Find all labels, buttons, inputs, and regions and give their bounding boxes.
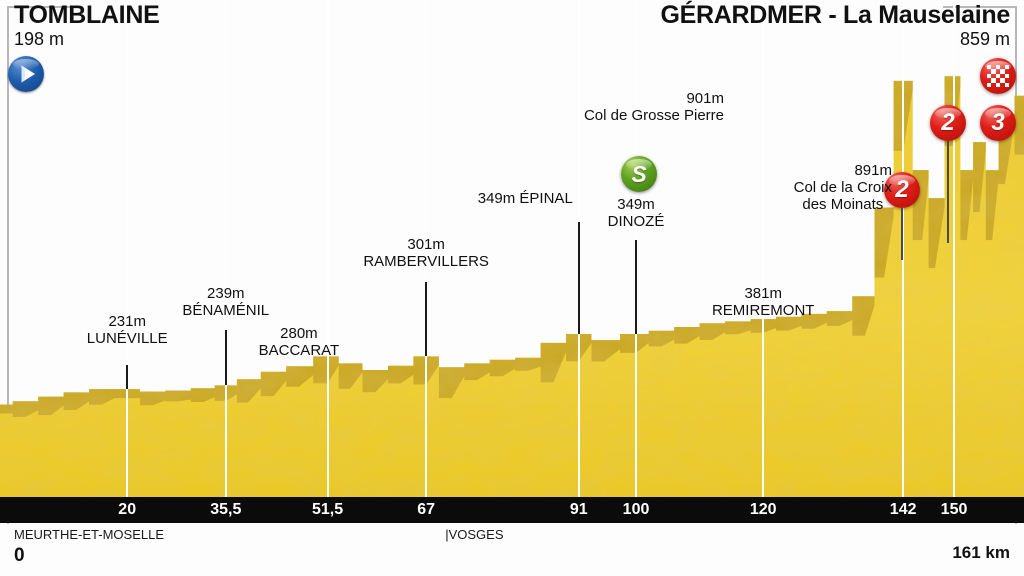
- climb-name-grosse-pierre: Col de Grosse Pierre: [583, 107, 724, 124]
- axis-tick-label-35-5: 35,5: [210, 501, 242, 518]
- annotation-altitude-luneville: 231m: [108, 313, 146, 330]
- annotation-text-epinal: 349m ÉPINAL: [477, 190, 573, 207]
- sprint-badge-label: S: [631, 160, 647, 187]
- climb-altitude-croix-des-moinats: 891m: [854, 162, 892, 179]
- annotation-name-remiremont: REMIREMONT: [711, 302, 815, 319]
- region-label-vosges: |VOSGES: [445, 527, 504, 542]
- annotation-name-rambervillers: RAMBERVILLERS: [363, 253, 489, 270]
- distance-total-label: 161 km: [952, 543, 1010, 562]
- start-city-name: TOMBLAINE: [14, 1, 160, 29]
- distance-start-label: 0: [14, 545, 25, 566]
- checkered-flag-icon: [980, 58, 1016, 94]
- leader-line-luneville: [126, 365, 129, 390]
- finish-city-name: GÉRARDMER - La Mauselaine: [660, 1, 1010, 29]
- category-2-label-croix-des-moinats: 2: [895, 176, 909, 203]
- annotation-altitude-benamenil: 239m: [207, 285, 245, 302]
- category-3-badge: 3: [980, 105, 1016, 141]
- annotation-altitude-rambervillers: 301m: [407, 236, 445, 253]
- climb-label-grosse-pierre: 901m Col de Grosse Pierre: [584, 90, 724, 124]
- tick-line-67: [425, 0, 428, 497]
- tick-line-20: [126, 0, 129, 497]
- axis-tick-label-150: 150: [940, 501, 968, 518]
- finish-altitude: 859 m: [959, 29, 1010, 49]
- finish-header: GÉRARDMER - La Mauselaine 859 m: [660, 2, 1010, 50]
- annotation-name-dinoze: DINOZÉ: [607, 213, 665, 230]
- climb-name-croix-des-moinats-line2: des Moinats: [802, 196, 884, 213]
- tick-line-150: [953, 0, 956, 497]
- annotation-epinal: 349m ÉPINAL: [478, 190, 573, 207]
- frame-top-right-border: [943, 6, 1017, 8]
- annotation-altitude-dinoze: 349m: [617, 196, 655, 213]
- annotation-altitude-remiremont: 381m: [744, 285, 782, 302]
- start-altitude: 198 m: [14, 29, 65, 49]
- axis-tick-label-91: 91: [569, 501, 588, 518]
- frame-top-left-border: [7, 6, 81, 8]
- tick-line-35-5: [224, 0, 227, 497]
- axis-tick-label-20: 20: [118, 501, 137, 518]
- annotation-name-baccarat: BACCARAT: [258, 342, 340, 359]
- start-play-icon: [8, 56, 44, 92]
- frame-left-border: [7, 6, 9, 551]
- leader-line-dinoze: [635, 240, 638, 335]
- axis-tick-label-142: 142: [889, 501, 917, 518]
- axis-tick-label-67: 67: [417, 501, 436, 518]
- start-header: TOMBLAINE 198 m: [14, 1, 160, 50]
- distance-axis-bar: 20 35,5 51,5 67 91 100 120 142 150: [0, 497, 1024, 523]
- region-strip: [0, 524, 1024, 576]
- tick-line-51-5: [326, 0, 329, 497]
- terrain-silhouette: [0, 76, 1024, 497]
- checker-pattern: [987, 65, 1009, 87]
- annotation-altitude-baccarat: 280m: [280, 325, 318, 342]
- tick-line-120: [762, 0, 765, 497]
- pole-grosse-pierre: [947, 141, 949, 243]
- leader-line-benamenil: [224, 330, 227, 386]
- category-3-label: 3: [991, 109, 1005, 136]
- axis-tick-label-51-5: 51,5: [311, 501, 344, 518]
- axis-tick-label-100: 100: [622, 501, 650, 518]
- annotation-name-benamenil: BÉNAMÉNIL: [182, 302, 270, 319]
- region-label-meurthe-et-moselle: MEURTHE-ET-MOSELLE: [14, 527, 165, 542]
- tick-line-142: [902, 0, 905, 497]
- sprint-badge: S: [621, 156, 657, 192]
- pole-croix-des-moinats: [901, 208, 903, 260]
- elevation-profile: [0, 0, 1024, 497]
- leader-line-rambervillers: [425, 282, 428, 357]
- climb-name-croix-des-moinats-line1: Col de la Croix: [793, 179, 892, 196]
- climb-label-croix-des-moinats: 891m Col de la Croix des Moinats: [794, 162, 892, 213]
- climb-altitude-grosse-pierre: 901m: [686, 90, 724, 107]
- annotation-name-luneville: LUNÉVILLE: [86, 330, 168, 347]
- category-2-label-grosse-pierre: 2: [941, 109, 955, 136]
- category-2-badge-grosse-pierre: 2: [930, 105, 966, 141]
- leader-line-epinal: [577, 222, 580, 335]
- axis-tick-label-120: 120: [749, 501, 777, 518]
